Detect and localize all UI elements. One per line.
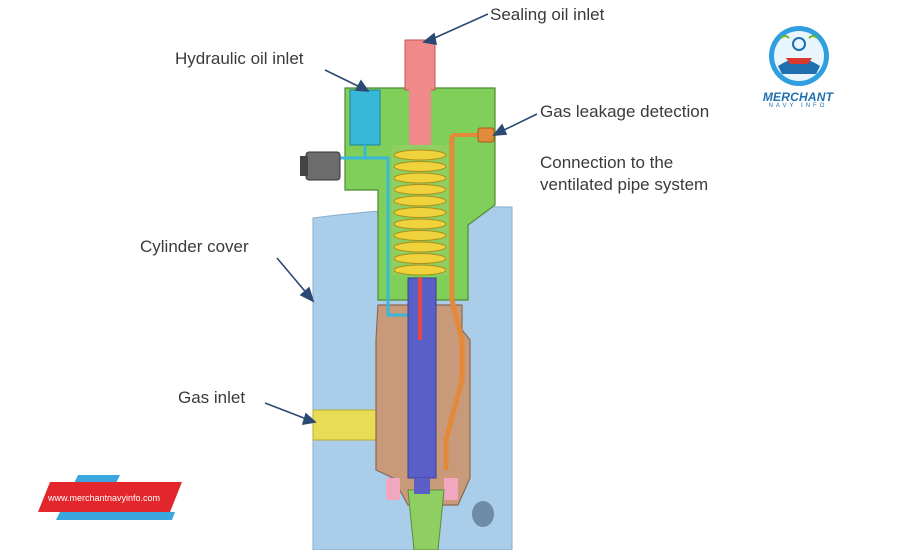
leakage-connector — [477, 127, 495, 143]
label-gas-inlet: Gas inlet — [178, 388, 246, 407]
seal-ring-left — [386, 478, 400, 500]
arrow-hydraulic — [324, 69, 363, 89]
needle-tip — [414, 478, 430, 494]
label-sealing-oil-inlet: Sealing oil inlet — [490, 5, 605, 24]
spring-coil — [393, 149, 447, 161]
logo-subtitle: NAVY INFO — [768, 103, 828, 109]
leakage-pipe — [443, 135, 465, 470]
spring-coil — [393, 241, 447, 253]
arrow-cylinder-cover — [276, 257, 310, 297]
spring-coil — [393, 184, 447, 195]
label-hydraulic-oil-inlet: Hydraulic oil inlet — [175, 49, 304, 68]
label-connection-line2: ventilated pipe system — [540, 175, 709, 194]
arrow-gas-inlet — [264, 402, 310, 421]
sealing-oil-channel — [409, 88, 431, 146]
callout-arrows — [264, 13, 538, 426]
spring-coil — [393, 172, 447, 184]
sealing-oil-bore — [418, 278, 422, 340]
label-gas-leakage-detection: Gas leakage detection — [540, 102, 710, 121]
sealing-oil-inlet-pipe — [404, 39, 436, 91]
spring-coil — [393, 207, 447, 218]
watermark-url: www.merchantnavyinfo.com — [48, 493, 161, 503]
pressure-sensor — [305, 151, 341, 181]
spring-coil — [393, 195, 447, 207]
cover-bore-hole — [472, 501, 494, 527]
pressure-sensor-cap — [300, 156, 308, 176]
label-connection-line1: Connection to the — [540, 153, 674, 172]
logo-title: MERCHANT — [762, 90, 834, 104]
banner-red — [38, 482, 182, 512]
logo: MERCHANT NAVY INFO — [760, 26, 833, 116]
spring-coil — [393, 218, 447, 230]
arrow-gas-leak — [499, 113, 538, 133]
spring-coil — [393, 253, 447, 264]
nozzle — [407, 489, 445, 550]
hydraulic-port — [349, 89, 381, 146]
spring-coil — [393, 264, 447, 276]
url-banner — [38, 475, 182, 520]
logo-emblem — [769, 26, 829, 86]
label-cylinder-cover: Cylinder cover — [140, 237, 249, 256]
arrow-sealing-oil — [429, 13, 489, 41]
spring — [392, 145, 448, 276]
spring-coil — [393, 230, 447, 241]
spring-coil — [393, 161, 447, 172]
seal-ring-right — [444, 478, 458, 500]
banner-blue-stripe-bottom — [86, 512, 175, 520]
